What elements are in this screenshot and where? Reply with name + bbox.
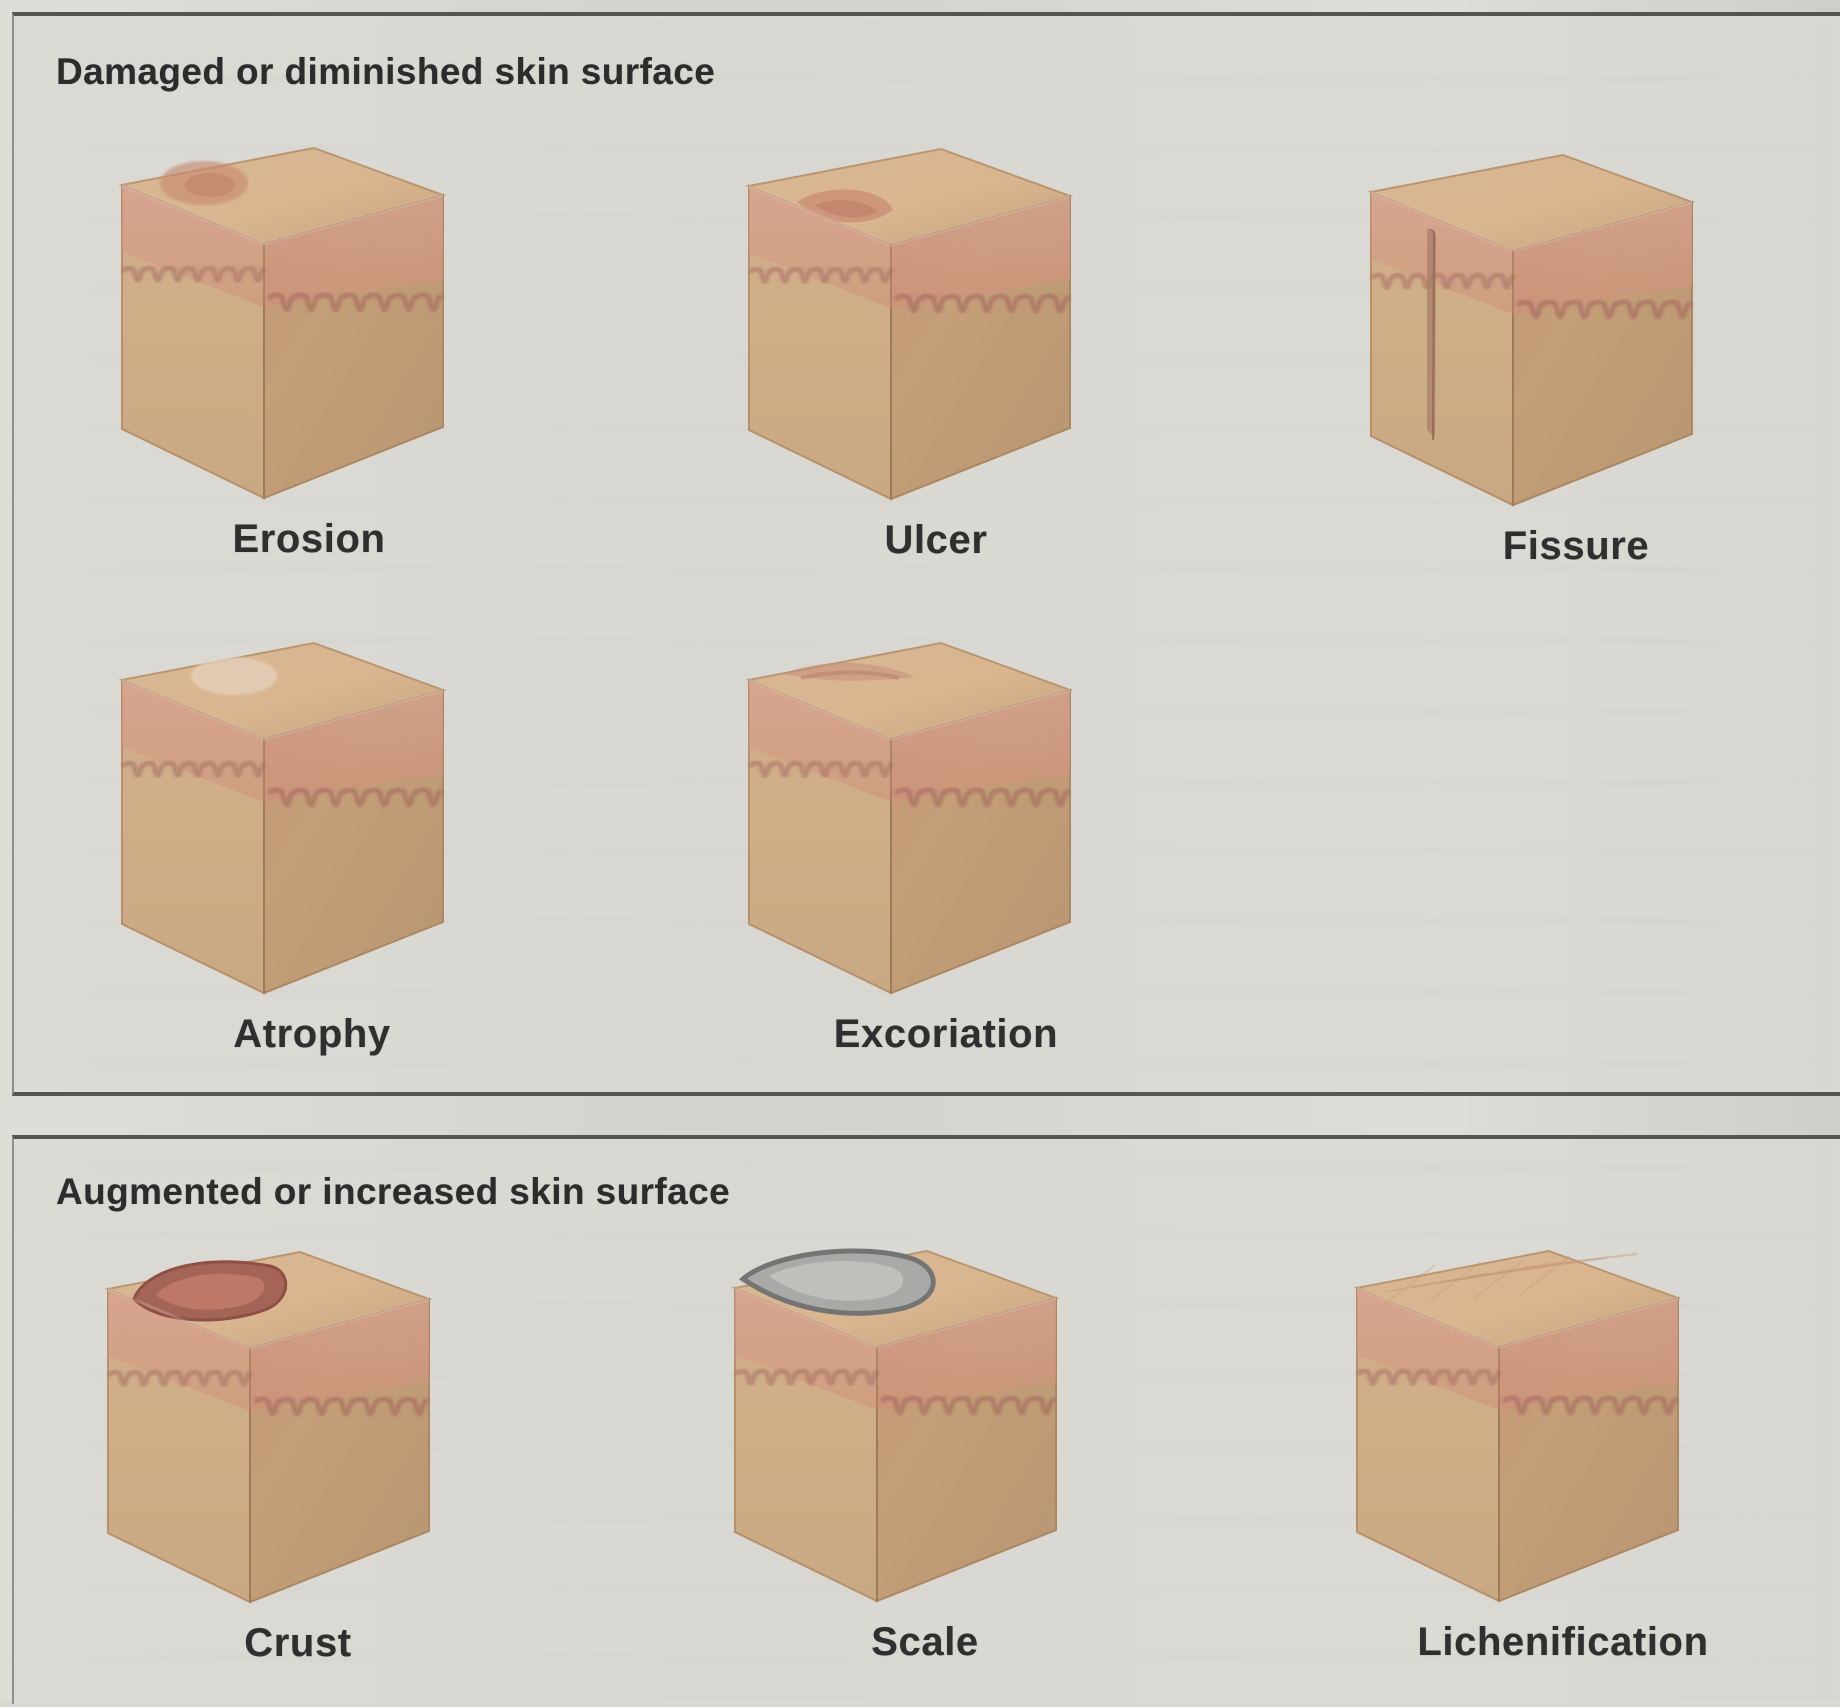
erosion-cube-svg (92, 133, 532, 523)
atrophy-skin-cube (92, 628, 532, 1018)
erosion-skin-cube (92, 133, 532, 523)
excoriation-cube-svg (719, 628, 1159, 1018)
lichenification-label: Lichenification (1343, 1622, 1783, 1662)
ulcer-skin-cube (719, 134, 1159, 524)
lichenification-skin-cube (1327, 1236, 1767, 1626)
fissure-skin-cube (1341, 140, 1781, 530)
atrophy-label: Atrophy (92, 1014, 532, 1054)
ulcer-item: Ulcer (719, 134, 1159, 604)
erosion-label: Erosion (89, 519, 529, 559)
lichenification-item: Lichenification (1327, 1236, 1767, 1706)
ulcer-cube-svg (719, 134, 1159, 524)
crust-label: Crust (78, 1623, 518, 1663)
erosion-item: Erosion (92, 133, 532, 603)
excoriation-item: Excoriation (719, 628, 1159, 1098)
damaged-section-title: Damaged or diminished skin surface (56, 53, 715, 90)
crust-item: Crust (78, 1237, 518, 1707)
fissure-cube-svg (1341, 140, 1781, 530)
scale-label: Scale (705, 1622, 1145, 1662)
scale-item: Scale (705, 1236, 1145, 1706)
ulcer-label: Ulcer (716, 520, 1156, 560)
crust-cube-svg (78, 1237, 518, 1627)
atrophy-item: Atrophy (92, 628, 532, 1098)
lichenification-cube-svg (1327, 1236, 1767, 1626)
excoriation-label: Excoriation (726, 1014, 1166, 1054)
excoriation-skin-cube (719, 628, 1159, 1018)
scale-cube-svg (705, 1236, 1145, 1626)
scale-skin-cube (705, 1236, 1145, 1626)
augmented-section-title: Augmented or increased skin surface (56, 1173, 730, 1210)
crust-skin-cube (78, 1237, 518, 1627)
fissure-label: Fissure (1356, 526, 1796, 566)
damaged-skin-surface-panel: Damaged or diminished skin surface Erosi… (12, 12, 1840, 1096)
fissure-item: Fissure (1341, 140, 1781, 610)
atrophy-cube-svg (92, 628, 532, 1018)
